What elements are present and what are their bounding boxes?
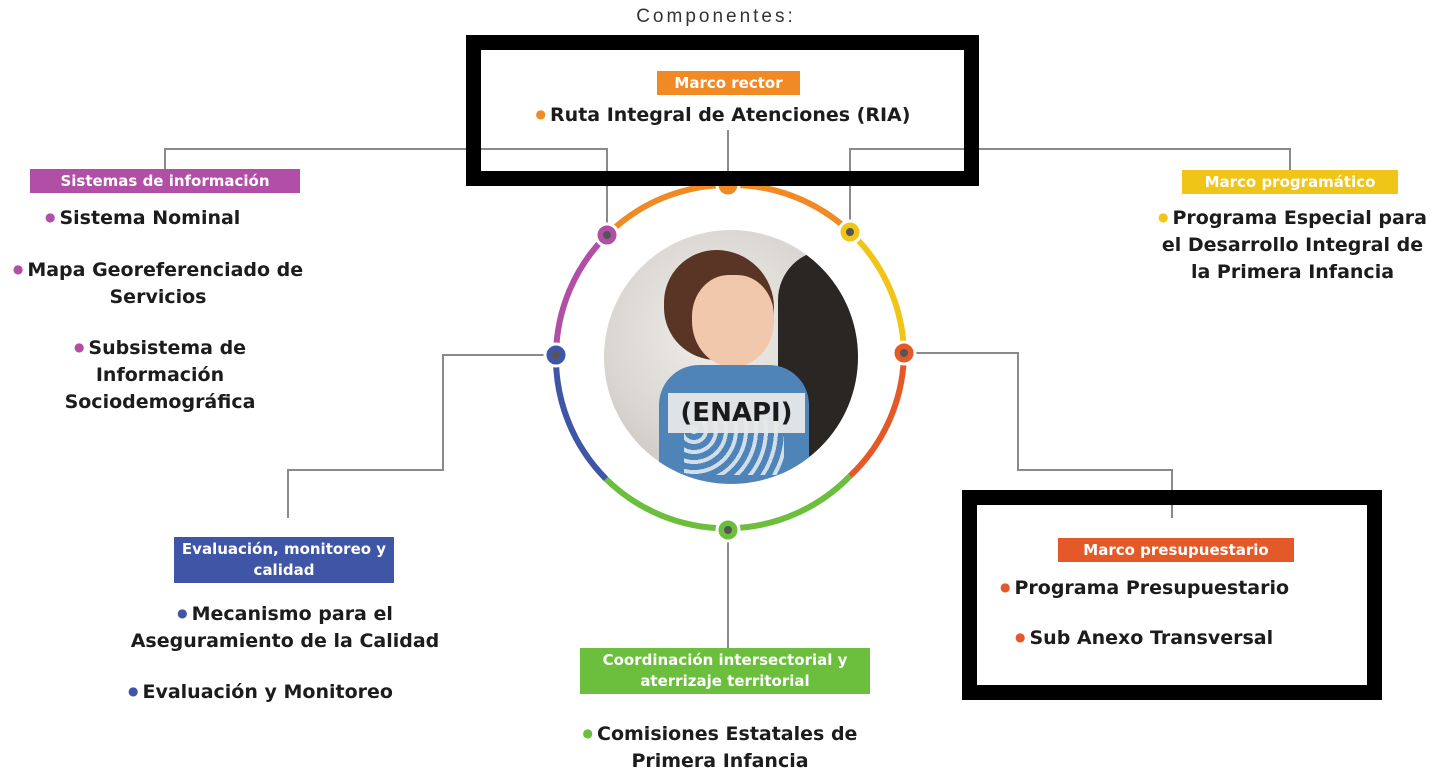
item-evaluacion-monitoreo: ●Evaluación y Monitoreo <box>128 681 393 703</box>
center-label: (ENAPI) <box>668 393 805 433</box>
tag-coordinacion: Coordinación intersectorial y aterrizaje… <box>580 648 870 694</box>
highlight-box-rector <box>466 35 979 186</box>
connector-evaluacion <box>287 354 556 518</box>
item-mapa-georeferenciado: ●Mapa Georeferenciado de Servicios <box>12 259 304 308</box>
connector-presupuestario <box>904 352 1173 518</box>
ring-arc-yellow <box>847 229 907 354</box>
highlight-box-presupuestario <box>962 490 1382 700</box>
ring-arc-orange <box>727 181 853 235</box>
item-ria: ●Ruta Integral de Atenciones (RIA) <box>535 104 911 126</box>
item-subsistema-informacion: ●Subsistema de Información Sociodemográf… <box>64 337 256 413</box>
item-sistema-nominal: ●Sistema Nominal <box>45 207 241 229</box>
connector-sistemas <box>164 148 608 235</box>
item-programa-presupuestario: ●Programa Presupuestario <box>1000 577 1290 599</box>
item-programa-especial: ●Programa Especial para el Desarrollo In… <box>1158 207 1427 283</box>
ring-arc-orange-left <box>604 182 729 238</box>
child-photo <box>604 230 858 484</box>
item-mecanismo-calidad: ●Mecanismo para el Aseguramiento de la C… <box>130 603 440 652</box>
connector-programatico <box>849 148 1291 232</box>
tag-sistemas-informacion: Sistemas de información <box>30 169 300 193</box>
tag-marco-rector: Marco rector <box>657 71 800 95</box>
item-sub-anexo-transversal: ●Sub Anexo Transversal <box>1015 627 1274 649</box>
ring-arc-blue <box>552 354 609 482</box>
item-comisiones-estatales: ●Comisiones Estatales de Primera Infanci… <box>582 723 858 772</box>
tag-marco-presupuestario: Marco presupuestario <box>1058 538 1294 562</box>
tag-evaluacion: Evaluación, monitoreo y calidad <box>174 537 394 583</box>
diagram-title: Componentes: <box>636 6 796 27</box>
ring-arc-purple <box>553 232 610 356</box>
tag-marco-programatico: Marco programático <box>1182 170 1398 194</box>
ring-arc-red <box>847 352 907 479</box>
